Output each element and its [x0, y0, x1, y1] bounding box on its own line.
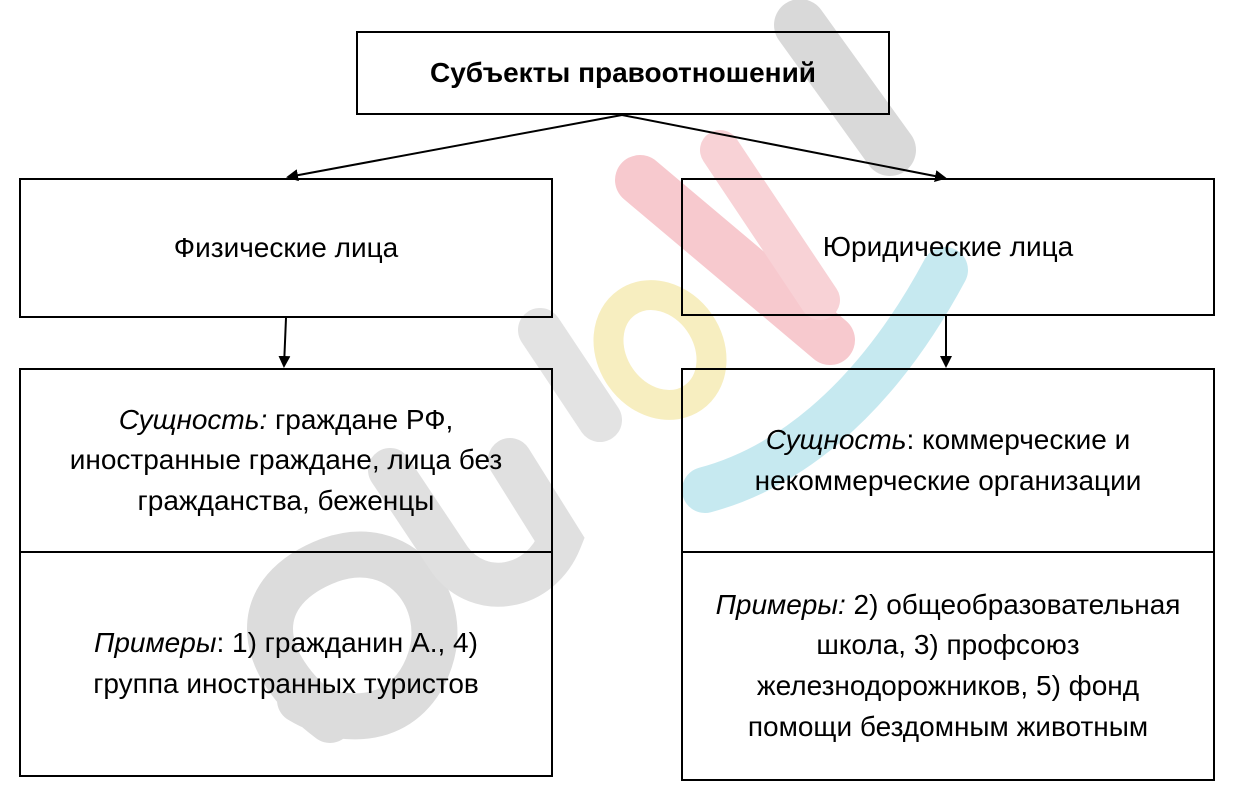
individuals-examples-text: Примеры: 1) гражданин А., 4) группа инос… [21, 623, 551, 704]
arrow-left-head-to-essence [278, 317, 291, 368]
legal-entities-examples-value: 2) общеобразовательная школа, 3) профсою… [747, 588, 1181, 742]
legal-entities-essence-text: Сущность: коммерческие и некоммерческие … [683, 420, 1213, 501]
legal-entities-examples-label: Примеры: [715, 588, 846, 620]
legal-entities-essence-value: : коммерческие и некоммерческие организа… [754, 423, 1142, 496]
legal-entities-essence-label: Сущность [765, 423, 907, 455]
individuals-title: Физические лица [173, 231, 399, 263]
arrow-root-to-left [286, 114, 623, 182]
legal-entities-examples-text: Примеры: 2) общеобразовательная школа, 3… [683, 585, 1213, 747]
root-label: Субъекты правоотношений [429, 56, 817, 88]
legal-entities-examples-box: Примеры: 2) общеобразовательная школа, 3… [681, 551, 1215, 781]
legal-entities-box: Юридические лица [681, 178, 1215, 316]
individuals-essence-text: Сущность: граждане РФ, иностранные гражд… [21, 400, 551, 522]
individuals-examples-box: Примеры: 1) гражданин А., 4) группа инос… [19, 551, 553, 777]
individuals-essence-value: граждане РФ, иностранные граждане, лица … [69, 403, 503, 516]
legal-entities-title: Юридические лица [822, 230, 1074, 262]
individuals-essence-label: Сущность: [118, 403, 268, 435]
root-box: Субъекты правоотношений [356, 31, 890, 115]
legal-entities-essence-box: Сущность: коммерческие и некоммерческие … [681, 368, 1215, 553]
individuals-examples-label: Примеры [94, 627, 217, 659]
individuals-essence-box: Сущность: граждане РФ, иностранные гражд… [19, 368, 553, 553]
individuals-box: Физические лица [19, 178, 553, 318]
arrow-root-to-right [621, 114, 947, 182]
individuals-examples-value: : 1) гражданин А., 4) группа иностранных… [93, 627, 479, 699]
